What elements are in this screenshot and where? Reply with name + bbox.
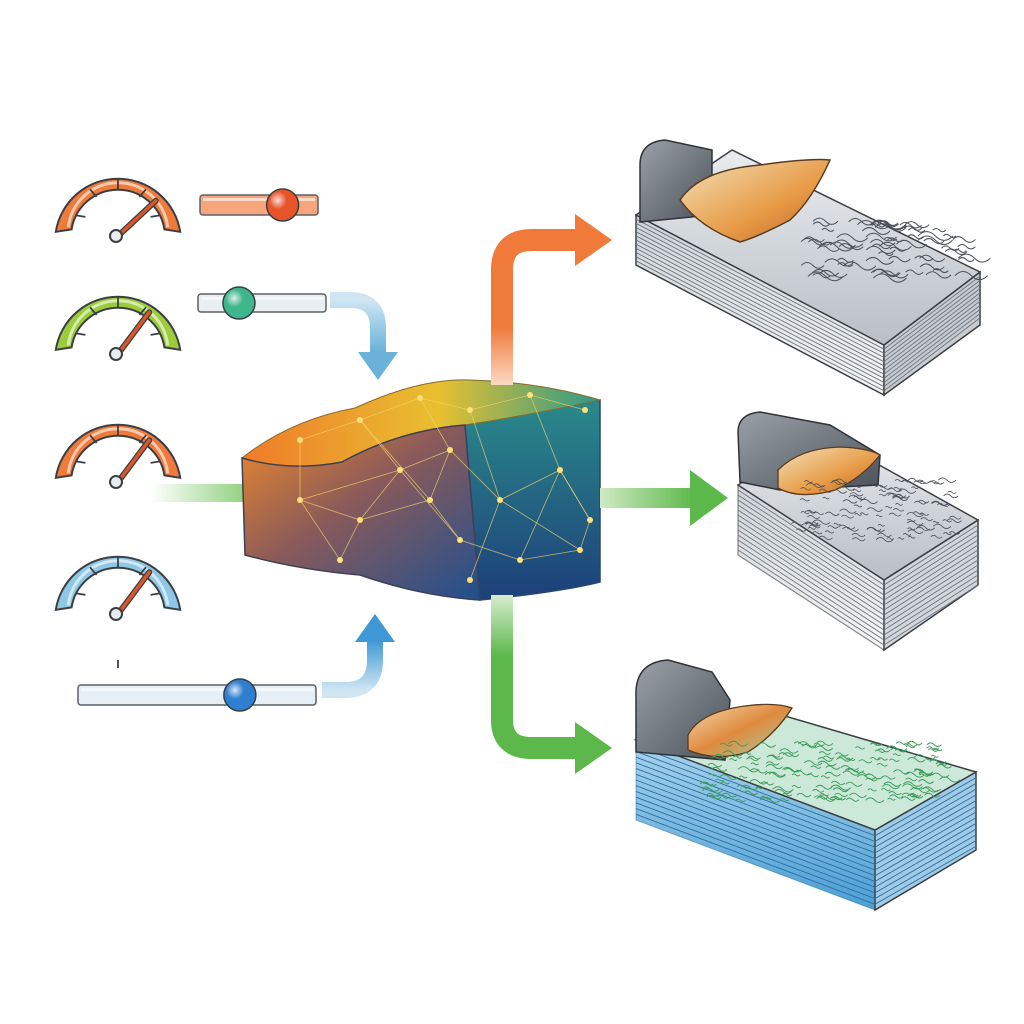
slider-track[interactable] [197,293,327,313]
gauge-needle [116,438,151,484]
output-arrow-middle [600,470,728,526]
gauge-icon [54,555,182,621]
gauge-needle [116,199,158,238]
gauge-icon [54,423,182,489]
input-gauges [54,177,182,621]
gauge-needle [116,570,151,616]
output-arrow-bottom [491,595,612,774]
gauge-needle [116,310,151,356]
coarse-chip-machined-block-icon [634,139,991,397]
smooth-cooled-machined-block-icon [633,659,978,912]
slider-control[interactable] [77,678,317,712]
slider-control[interactable] [197,286,327,320]
input-arrow-middle [150,484,250,502]
input-arrow-bottom [322,614,395,698]
input-sliders [77,188,327,712]
neural-network-block-icon [240,379,601,601]
input-arrow-top [330,292,398,380]
gauge-icon [54,295,182,361]
slider-control[interactable] [199,188,319,222]
fine-chip-machined-block-icon [736,411,980,652]
gauge-icon [54,177,182,243]
output-arrow-top [491,214,612,385]
